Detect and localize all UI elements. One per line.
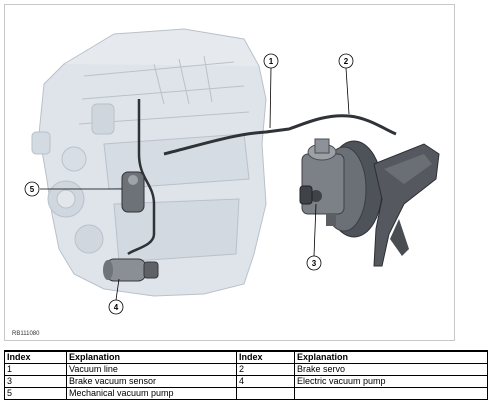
legend-row: 1 Vacuum line 2 Brake servo — [4, 363, 488, 376]
leader-lines — [40, 67, 350, 301]
electric-vacuum-pump — [103, 258, 159, 282]
legend-cell — [294, 387, 488, 400]
legend-cell: Brake servo — [294, 363, 488, 376]
legend-header-row: Index Explanation Index Explanation — [4, 350, 488, 364]
legend-cell: 4 — [236, 375, 295, 388]
callout-4-number: 4 — [114, 303, 119, 312]
callout-1-number: 1 — [269, 57, 274, 66]
figure-ref-code: RB111080 — [12, 331, 40, 337]
legend-cell: 3 — [4, 375, 67, 388]
legend-cell — [236, 387, 295, 400]
legend-row: 3 Brake vacuum sensor 4 Electric vacuum … — [4, 375, 488, 388]
legend-row: 5 Mechanical vacuum pump — [4, 387, 488, 400]
engine-block — [31, 28, 267, 297]
vacuum-hose-path — [127, 99, 156, 256]
legend-cell: 5 — [4, 387, 67, 400]
callout-5: 5 — [24, 181, 40, 197]
callout-4: 4 — [108, 299, 124, 315]
legend-cell: 2 — [236, 363, 295, 376]
brake-servo-assembly — [301, 138, 440, 267]
legend-header-explanation-1: Explanation — [66, 350, 237, 364]
callout-2-number: 2 — [344, 57, 349, 66]
legend-cell: 1 — [4, 363, 67, 376]
legend-table: Index Explanation Index Explanation 1 Va… — [4, 350, 488, 400]
legend-cell: Vacuum line — [66, 363, 237, 376]
mechanical-vacuum-pump — [121, 171, 145, 213]
diagram-canvas: 1 2 3 4 5 RB111080 — [4, 4, 455, 341]
vacuum-line-path — [163, 114, 397, 156]
callout-5-number: 5 — [30, 185, 35, 194]
legend-header-index-2: Index — [236, 350, 295, 364]
callout-1: 1 — [263, 53, 279, 69]
legend-cell: Mechanical vacuum pump — [66, 387, 237, 400]
engine-vacuum-diagram: 1 2 3 4 5 RB111080 — [4, 4, 455, 341]
legend-cell: Electric vacuum pump — [294, 375, 488, 388]
legend-cell: Brake vacuum sensor — [66, 375, 237, 388]
legend-header-explanation-2: Explanation — [294, 350, 488, 364]
callout-3-number: 3 — [312, 259, 317, 268]
brake-vacuum-sensor — [299, 185, 313, 205]
callout-3: 3 — [306, 255, 322, 271]
legend-header-index-1: Index — [4, 350, 67, 364]
callout-2: 2 — [338, 53, 354, 69]
